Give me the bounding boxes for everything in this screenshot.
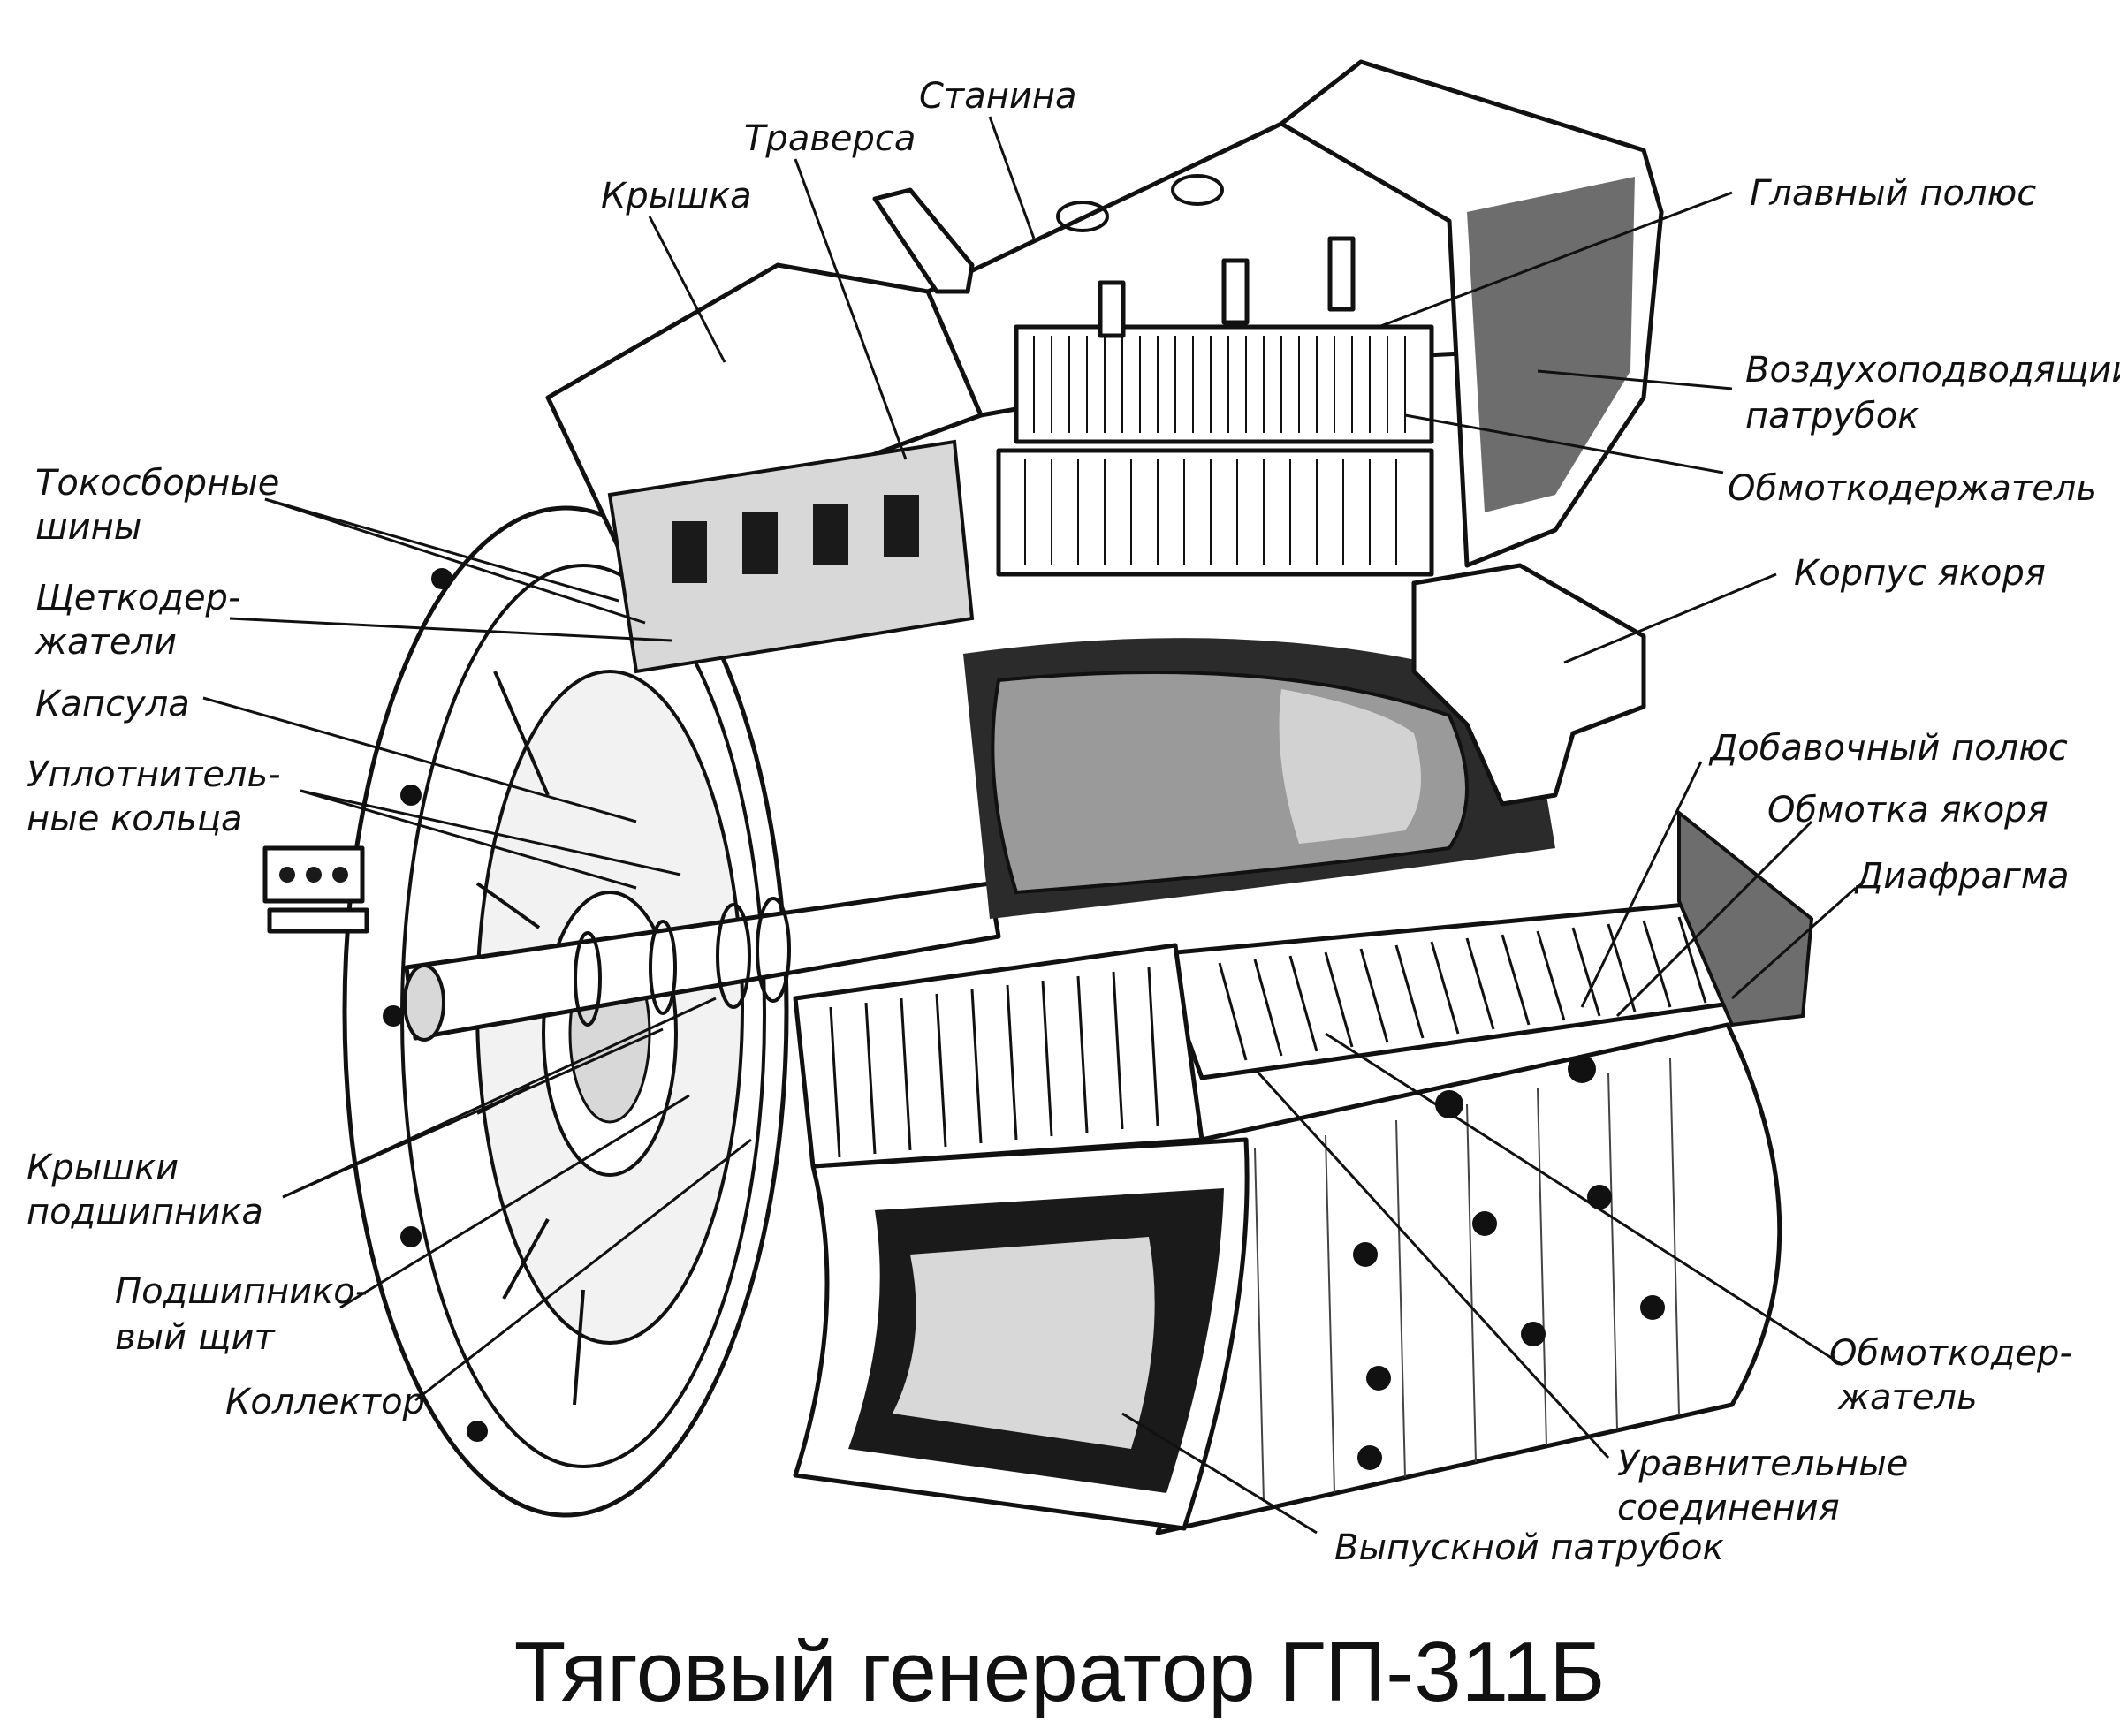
diaphragm [1677,808,1814,1027]
armature-highlight [1279,689,1421,844]
stanina-holes [1056,174,1224,232]
label-uplotnitelnye-2: ные кольца [27,799,243,839]
label-vypusknoy-patrubok: Выпускной патрубок [1334,1528,1724,1568]
frame-bolts [1353,1185,1665,1470]
label-podshipnikovy-shchit-1: Подшипнико- [115,1271,368,1312]
label-uplotnitelnye-1: Уплотнитель- [27,754,281,795]
label-obmotka-yakorya: Обмотка якоря [1767,790,2048,830]
leader-lines [202,116,1857,1535]
frame-hatching [1254,1058,1680,1503]
label-traversa: Траверса [744,118,916,159]
label-tokosbornye-2: шины [35,507,141,548]
diagram-title: Тяговый генератор ГП-311Б [514,1625,1606,1719]
equalizer-bolts [1435,1055,1596,1118]
label-kryshki-podshipnika-1: Крышки [27,1148,179,1188]
generator-illustration [262,59,1814,1535]
collector-segments [829,967,1159,1158]
label-tokosbornye-1: Токосборные [35,463,279,504]
shaft-rings [574,897,791,1027]
label-obmotkoderzhatel-bottom-1: Обмоткодер- [1829,1333,2072,1374]
exhaust-grille [893,1237,1155,1449]
lifting-lug [872,187,975,294]
label-shchetkoderzhateli-1: Щеткодер- [35,578,240,618]
label-kapsula: Капсула [35,684,190,724]
winding-bars [1218,916,1707,1061]
label-kollektor: Коллектор [225,1382,425,1422]
brush-gear [607,439,975,674]
label-shchetkoderzhateli-2: жатели [34,622,177,663]
label-stanina: Станина [919,76,1077,117]
label-obmotkoderzhatel-top: Обмоткодержатель [1728,468,2097,509]
terminal-block-left [262,845,369,934]
label-glavny-polyus: Главный полюс [1750,173,2036,214]
brush-holders [672,495,919,583]
air-inlet-shading [1467,177,1635,512]
end-shield-ribs [475,671,585,1406]
armature-housing [1411,563,1646,807]
cover [545,262,984,550]
label-korpus-yakorya: Корпус якоря [1794,553,2046,594]
main-pole-assembly [996,236,1434,577]
label-uravnitelnye-1: Уравнительные [1617,1444,1908,1484]
label-podshipnikovy-shchit-2: вый щит [115,1317,277,1358]
collector [793,943,1204,1169]
labels: Станина Траверса Крышка Главный полюс Во… [27,76,2120,1568]
label-diafragma: Диафрагма [1854,856,2070,897]
shaft-end [403,964,445,1042]
label-dobavochny-polyus: Добавочный полюс [1708,728,2068,769]
label-vozdukhopodvod-2: патрубок [1745,396,1919,436]
end-shield-bolts [383,568,488,1442]
label-kryshka: Крышка [601,176,752,216]
label-vozdukhopodvod-1: Воздухоподводящий [1745,350,2120,390]
label-obmotkoderzhatel-bottom-2: жатель [1837,1377,1978,1418]
label-uravnitelnye-2: соединения [1617,1488,1840,1528]
label-kryshki-podshipnika-2: подшипника [27,1192,263,1232]
